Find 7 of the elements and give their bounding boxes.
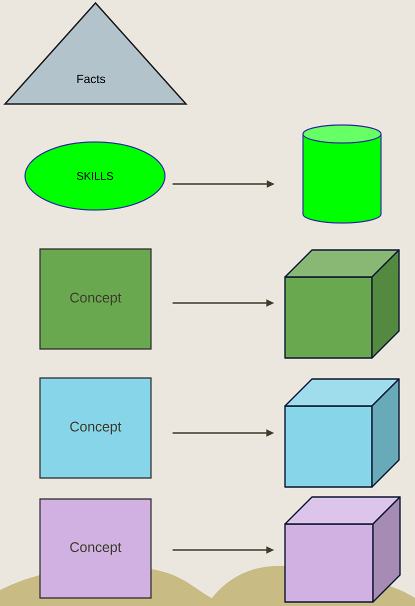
cube-shape: [284, 249, 400, 359]
cube-shape: [284, 496, 401, 603]
concept-box: Concept: [39, 498, 152, 599]
cube-shape: [284, 378, 400, 488]
cylinder-shape: [302, 124, 382, 224]
concept-box: Concept: [39, 377, 152, 479]
concept-box: Concept: [39, 248, 152, 350]
